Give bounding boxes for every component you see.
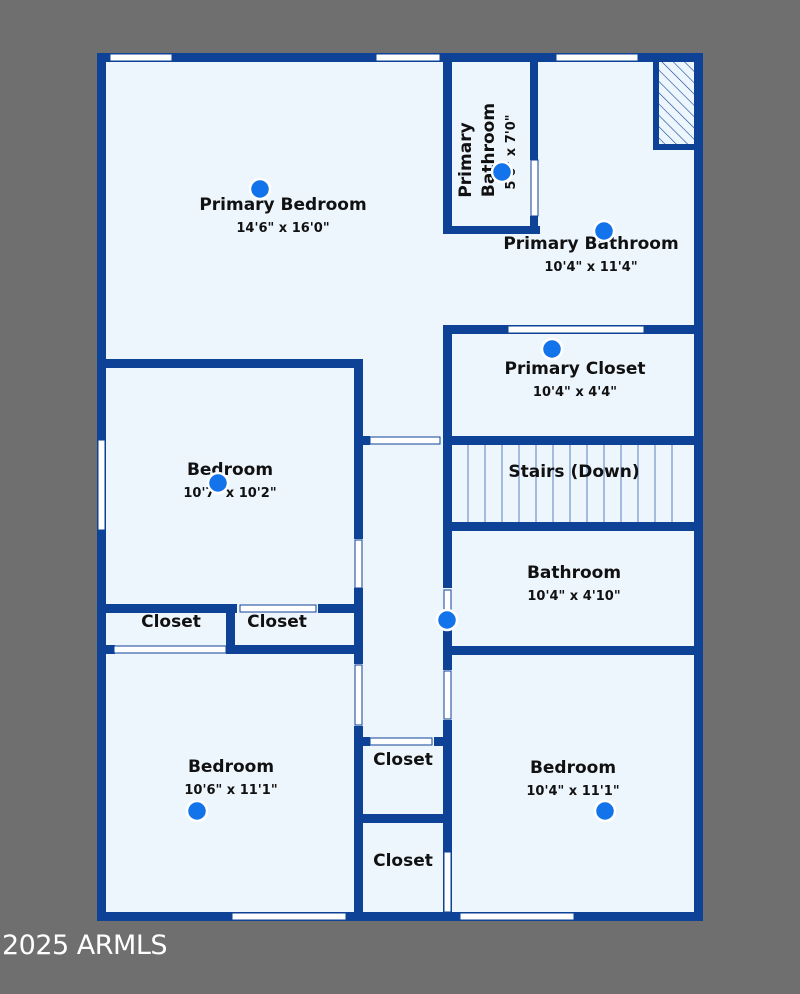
windows — [97, 53, 639, 921]
room-name-bedroom-bottom-right: Bedroom — [530, 758, 616, 778]
room-name-bedroom-bottom-left: Bedroom — [188, 757, 274, 777]
room-dims-primary-closet: 10'4" x 4'4" — [533, 385, 617, 400]
photo-marker-bedroom-left[interactable] — [206, 471, 230, 495]
room-name-primary-bathroom-small-line2: Bathroom — [479, 103, 499, 197]
room-name-primary-bedroom: Primary Bedroom — [199, 195, 366, 215]
shaft-hatch — [658, 60, 696, 145]
room-name-closet-center-b: Closet — [373, 851, 433, 871]
photo-markers[interactable] — [185, 160, 617, 823]
doors — [113, 159, 645, 913]
room-dims-bedroom-left: 10'7" x 10'2" — [183, 486, 276, 501]
room-name-closet-left-a: Closet — [141, 612, 201, 632]
floor-area — [100, 56, 700, 918]
room-name-primary-bathroom: Primary Bathroom — [503, 234, 678, 254]
copyright-text: 2025 ARMLS — [2, 930, 168, 961]
photo-marker-primary-closet[interactable] — [540, 337, 564, 361]
photo-marker-bedroom-bottom-left[interactable] — [185, 799, 209, 823]
room-name-primary-bathroom-small-line1: Primary — [456, 122, 476, 197]
stairs-treads — [467, 445, 673, 522]
photo-marker-primary-bathroom[interactable] — [592, 219, 616, 243]
room-name-bathroom: Bathroom — [527, 563, 621, 583]
room-dims-bedroom-bottom-left: 10'6" x 11'1" — [184, 783, 277, 798]
room-name-closet-center-a: Closet — [373, 750, 433, 770]
photo-marker-primary-bedroom[interactable] — [248, 177, 272, 201]
room-dims-primary-bathroom: 10'4" x 11'4" — [544, 260, 637, 275]
room-name-primary-closet: Primary Closet — [505, 359, 646, 379]
room-name-bedroom-left: Bedroom — [187, 460, 273, 480]
room-dims-bathroom: 10'4" x 4'10" — [527, 589, 620, 604]
photo-marker-primary-bathroom-small[interactable] — [490, 160, 514, 184]
room-name-closet-left-b: Closet — [247, 612, 307, 632]
room-dims-primary-bedroom: 14'6" x 16'0" — [236, 221, 329, 236]
room-name-stairs: Stairs (Down) — [508, 462, 639, 482]
photo-marker-bedroom-bottom-right[interactable] — [593, 799, 617, 823]
room-dims-bedroom-bottom-right: 10'4" x 11'1" — [526, 784, 619, 799]
photo-marker-hallway[interactable] — [435, 608, 459, 632]
